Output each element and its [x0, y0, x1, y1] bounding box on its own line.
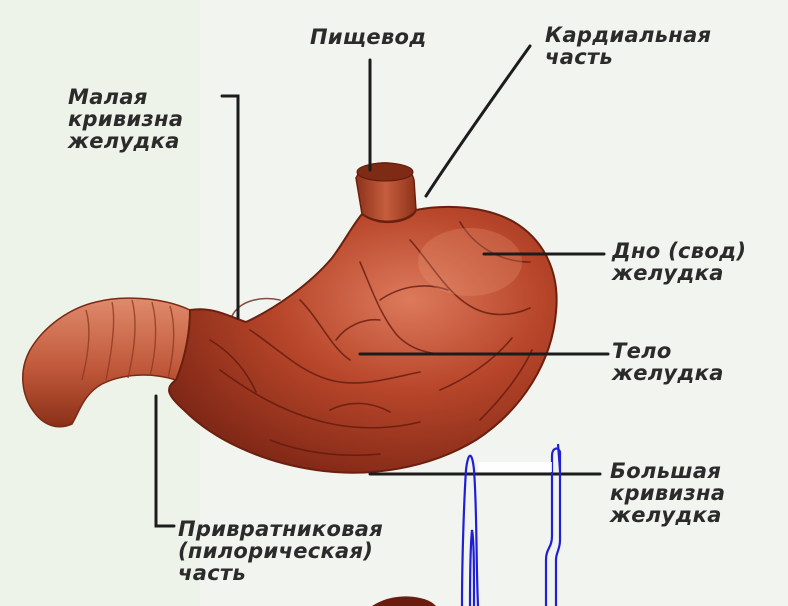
leader-line-lesser-curvature	[222, 96, 238, 318]
overlay-white-band	[478, 462, 552, 472]
label-greater-curvature: Большая кривизна желудка	[610, 460, 725, 526]
label-pyloric-part: Привратниковая (пилорическая) часть	[178, 518, 383, 584]
label-esophagus: Пищевод	[310, 26, 427, 48]
label-lesser-curvature: Малая кривизна желудка	[68, 86, 183, 152]
esophagus-opening	[357, 163, 413, 181]
bottom-dark-shape	[372, 596, 436, 606]
label-cardiac-part: Кардиальная часть	[545, 24, 711, 68]
label-fundus: Дно (свод) желудка	[612, 240, 746, 284]
label-body: Тело желудка	[612, 340, 724, 384]
leader-line-cardiac	[426, 46, 530, 196]
stomach-highlight	[418, 228, 522, 296]
